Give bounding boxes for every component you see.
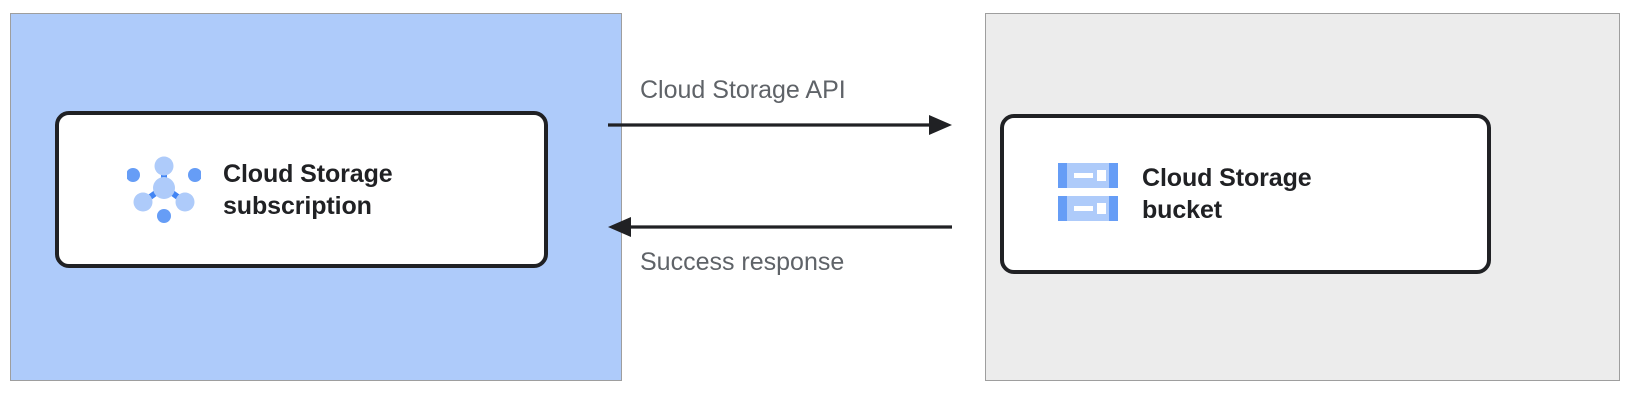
pubsub-subscription-icon [126,150,202,229]
node-label-cloud-storage-subscription: Cloud Storage subscription [223,159,393,220]
node-cloud-storage-bucket[interactable]: Cloud Storage bucket [1000,114,1491,274]
edge-label-success-response: Success response [640,248,845,276]
arrow-success-response [608,217,952,237]
arrow-cloud-storage-api [608,115,952,135]
edge-label-cloud-storage-api: Cloud Storage API [640,76,846,104]
node-cloud-storage-subscription[interactable]: Cloud Storage subscription [55,111,548,268]
node-label-cloud-storage-bucket: Cloud Storage bucket [1142,164,1312,224]
cloud-storage-bucket-icon [1056,161,1120,228]
